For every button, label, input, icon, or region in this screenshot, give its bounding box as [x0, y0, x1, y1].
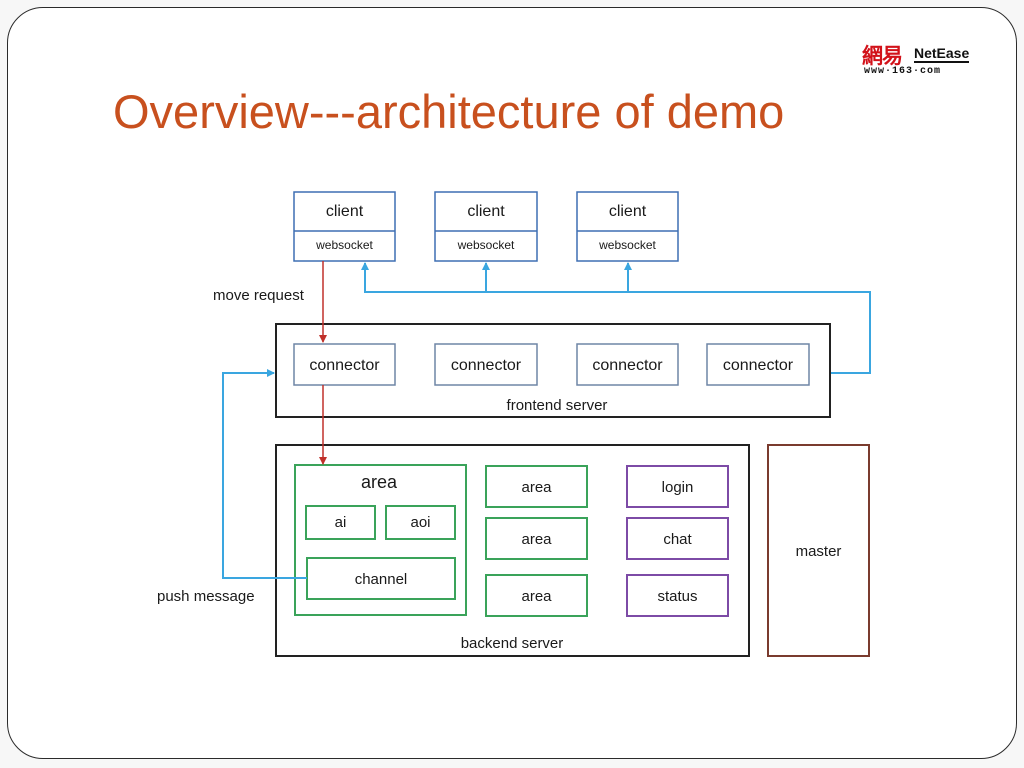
svg-text:connector: connector	[309, 357, 380, 374]
push-message-arrow	[222, 369, 307, 579]
logo-brand-text: NetEase	[914, 45, 970, 63]
client-box-2: client websocket	[434, 191, 538, 262]
chat-service-box: chat	[626, 517, 729, 560]
svg-text:master: master	[796, 543, 842, 560]
websocket-label: websocket	[457, 238, 515, 252]
frontend-server-label: frontend server	[507, 397, 608, 414]
client-box-3: client websocket	[576, 191, 679, 262]
connector-box-1: connector	[293, 343, 396, 386]
svg-text:ai: ai	[335, 514, 347, 531]
connector-box-3: connector	[576, 343, 679, 386]
netease-logo: 網易 NetEase www·163·com	[862, 40, 984, 84]
svg-text:area: area	[361, 472, 398, 492]
svg-text:area: area	[521, 479, 552, 496]
status-service-box: status	[626, 574, 729, 617]
connector-box-4: connector	[706, 343, 810, 386]
svg-text:area: area	[521, 531, 552, 548]
move-request-label: move request	[213, 287, 305, 304]
websocket-label: websocket	[598, 238, 656, 252]
broadcast-arrows	[361, 262, 871, 374]
client-label: client	[609, 203, 647, 220]
push-message-label: push message	[157, 588, 255, 605]
svg-text:chat: chat	[663, 531, 692, 548]
logo-url-text: www·163·com	[864, 66, 942, 77]
client-label: client	[467, 203, 505, 220]
logo-chinese-text: 網易	[862, 44, 903, 68]
slide-title: Overview---architecture of demo	[113, 85, 785, 138]
svg-text:connector: connector	[723, 357, 794, 374]
svg-text:channel: channel	[355, 571, 408, 588]
svg-text:login: login	[662, 479, 694, 496]
client-box-1: client websocket	[293, 191, 396, 262]
svg-text:connector: connector	[451, 357, 522, 374]
websocket-label: websocket	[315, 238, 373, 252]
master-box: master	[767, 444, 870, 657]
main-area-box: area ai aoi channel	[294, 464, 467, 616]
area-box-4: area	[485, 574, 588, 617]
svg-text:connector: connector	[592, 357, 663, 374]
area-box-2: area	[485, 465, 588, 508]
svg-text:status: status	[657, 588, 697, 605]
area-box-3: area	[485, 517, 588, 560]
client-label: client	[326, 203, 364, 220]
aoi-module-box	[385, 505, 456, 540]
svg-text:aoi: aoi	[410, 514, 430, 531]
connector-box-2: connector	[434, 343, 538, 386]
svg-text:area: area	[521, 588, 552, 605]
login-service-box: login	[626, 465, 729, 508]
backend-server-label: backend server	[461, 635, 564, 652]
ai-module-box	[305, 505, 376, 540]
